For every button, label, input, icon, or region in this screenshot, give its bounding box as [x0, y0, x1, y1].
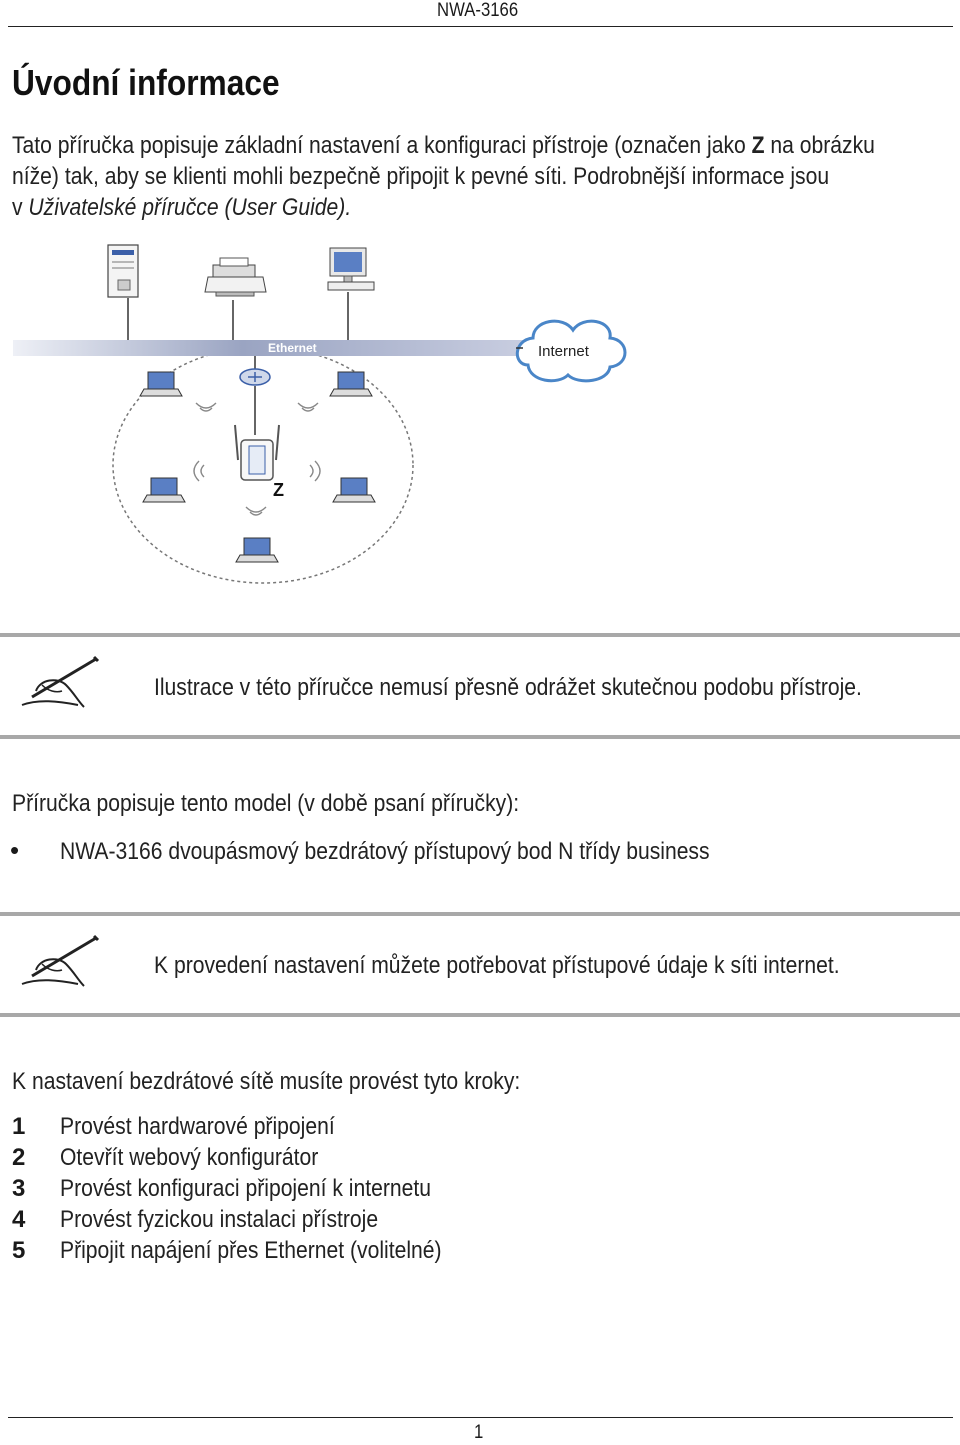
router-icon: [239, 368, 271, 386]
laptop-icon: [139, 371, 183, 397]
header-title: NWA-3166: [437, 0, 519, 21]
device-z-label: Z: [273, 480, 284, 500]
page-title: Úvodní informace: [12, 62, 280, 103]
access-point-z-icon: [234, 424, 280, 481]
note-2-text: K provedení nastavení můžete potřebovat …: [154, 952, 840, 979]
network-diagram: Ethernet Internet: [8, 240, 633, 590]
note-bottom-rule: [0, 1013, 960, 1017]
internet-label: Internet: [538, 343, 590, 360]
printer-icon: [204, 257, 267, 297]
step-text: Provést konfiguraci připojení k internet…: [60, 1175, 431, 1202]
models-intro: Příručka popisuje tento model (v době ps…: [12, 790, 520, 817]
wireless-signal-icon: [193, 402, 321, 516]
footer-divider: [8, 1417, 953, 1418]
bullet-icon: •: [10, 835, 20, 865]
step-text: Provést fyzickou instalaci přístroje: [60, 1206, 379, 1233]
step-number: 4: [12, 1206, 26, 1233]
ethernet-backbone: Ethernet: [13, 340, 523, 356]
wireless-coverage-area: [112, 346, 414, 584]
note-bottom-rule: [0, 735, 960, 739]
laptop-icon: [142, 477, 186, 503]
step-number: 5: [12, 1237, 26, 1264]
note-top-rule: [0, 633, 960, 637]
laptop-icon: [235, 537, 279, 563]
model-list-item: NWA-3166 dvoupásmový bezdrátový přístupo…: [60, 838, 710, 865]
step-number: 2: [12, 1144, 26, 1171]
steps-intro: K nastavení bezdrátové sítě musíte prové…: [12, 1068, 521, 1095]
step-number: 1: [12, 1113, 26, 1140]
page-number: 1: [474, 1422, 484, 1443]
intro-line-3: v Uživatelské příručce (User Guide).: [12, 194, 352, 221]
step-text: Otevřít webový konfigurátor: [60, 1144, 319, 1171]
intro-line-1: Tato příručka popisuje základní nastaven…: [12, 132, 875, 159]
server-icon: [107, 244, 139, 298]
intro-line-2: níže) tak, aby se klienti mohli bezpečně…: [12, 163, 830, 190]
desktop-computer-icon: [327, 247, 375, 291]
intro-paragraph: Tato příručka popisuje základní nastaven…: [12, 130, 960, 223]
note-pen-icon: [18, 655, 100, 713]
step-number: 3: [12, 1175, 26, 1202]
header-divider: [8, 26, 953, 27]
note-pen-icon: [18, 934, 100, 992]
laptop-icon: [332, 477, 376, 503]
laptop-icon: [329, 371, 373, 397]
internet-cloud-icon: Internet: [515, 319, 627, 383]
note-top-rule: [0, 912, 960, 916]
step-text: Připojit napájení přes Ethernet (volitel…: [60, 1237, 442, 1264]
step-text: Provést hardwarové připojení: [60, 1113, 335, 1140]
note-1-text: Ilustrace v této příručce nemusí přesně …: [154, 674, 862, 701]
ethernet-label: Ethernet: [268, 341, 317, 355]
